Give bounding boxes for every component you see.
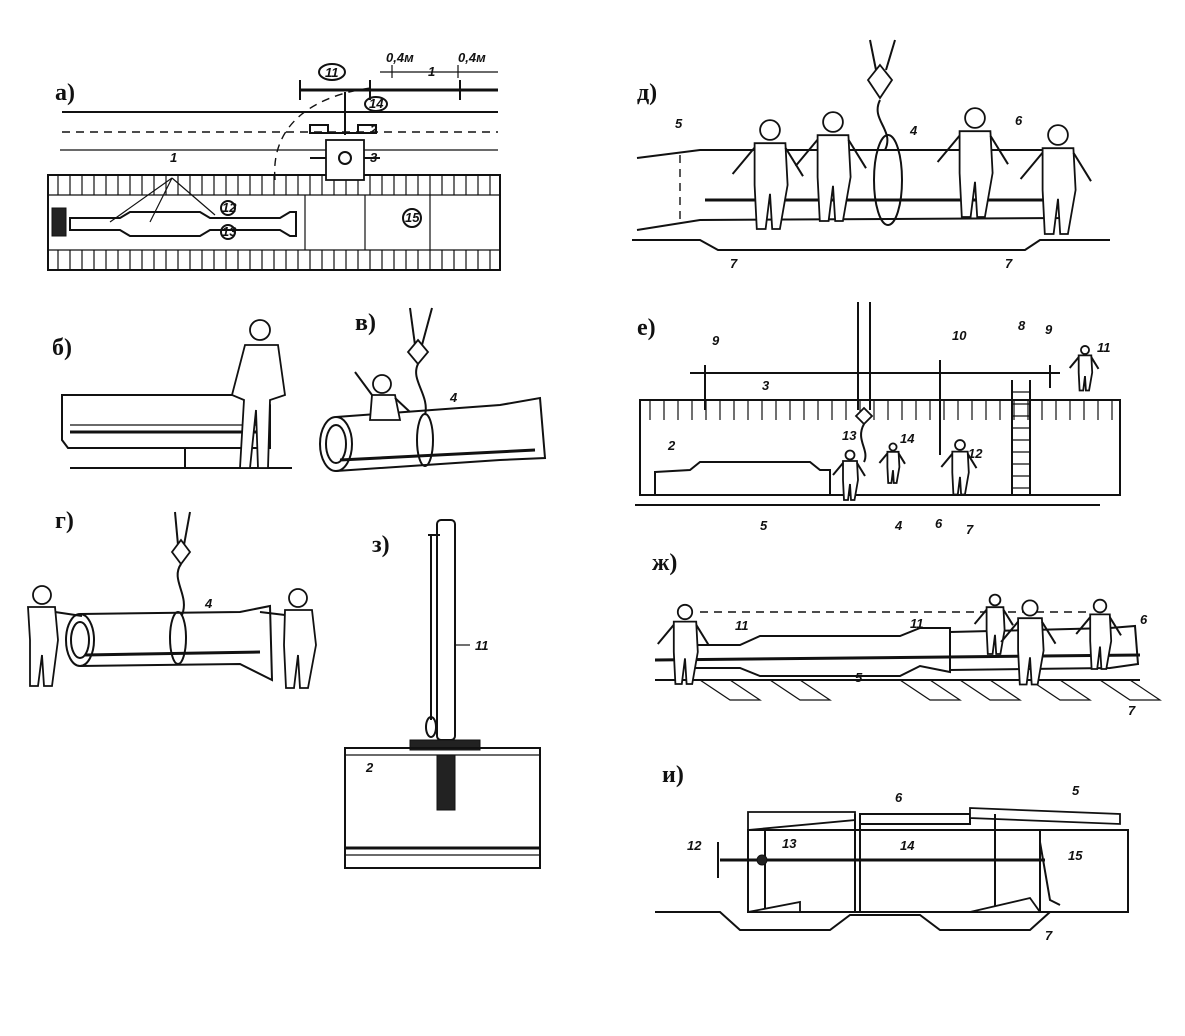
callout-4g: 4 [204,596,213,611]
panel-i: и) 6 5 12 13 14 15 7 [655,762,1129,943]
callout-11zh2: 11 [910,616,924,631]
callout-7d: 7 [730,256,738,271]
callout-14i: 14 [900,838,915,853]
callout-1b: 1 [428,64,435,79]
panel-v-label: в) [355,310,376,336]
callout-5i: 5 [1072,783,1080,798]
panel-zh: ж) 11 11 6 5 7 [652,550,1162,718]
panel-a-label: а) [55,80,75,106]
callout-13: 13 [222,224,237,239]
panel-zh-label: ж) [652,550,677,576]
panel-b: б) [52,319,292,469]
panel-d-label: д) [637,80,657,106]
callout-2z: 2 [365,760,374,775]
callout-9e2: 9 [1045,322,1053,337]
panel-i-label: и) [662,762,684,788]
panel-z-label: з) [372,532,390,558]
callout-15i: 15 [1068,848,1083,863]
callout-12: 12 [222,200,237,215]
callout-3: 3 [370,150,378,165]
workers-d [731,107,1092,235]
workers-e [832,345,1100,501]
callout-5d: 5 [675,116,683,131]
callout-13i: 13 [782,836,797,851]
callout-6i: 6 [895,790,903,805]
callout-7d2: 7 [1005,256,1013,271]
callout-7e: 7 [966,522,974,537]
callout-8e: 8 [1018,318,1026,333]
panel-a: а) [47,50,501,271]
callout-3e: 3 [762,378,770,393]
callout-6e: 6 [935,516,943,531]
callout-11e: 11 [1097,340,1111,355]
callout-14e: 14 [900,431,915,446]
callout-14: 14 [369,96,384,111]
panel-v: в) 4 [319,307,547,472]
callout-4: 4 [449,390,458,405]
dim-1: 0,4м [386,50,414,65]
panel-e: е) 9 10 8 9 11 3 2 13 14 12 5 4 6 7 [635,302,1121,537]
dim-2: 0,4м [458,50,486,65]
callout-11: 11 [325,65,339,80]
panel-g: г) 4 [27,508,317,689]
callout-1: 1 [170,150,177,165]
callout-6d: 6 [1015,113,1023,128]
panel-e-label: е) [637,315,656,341]
callout-7zh: 7 [1128,703,1136,718]
callout-15: 15 [405,210,420,225]
callout-4d: 4 [909,123,918,138]
callout-9e: 9 [712,333,720,348]
callout-13e: 13 [842,428,857,443]
panel-z: з) 11 2 [344,519,541,869]
panel-b-label: б) [52,335,72,361]
callout-4e: 4 [894,518,903,533]
callout-7i: 7 [1045,928,1053,943]
callout-12e: 12 [968,446,983,461]
callout-12i: 12 [687,838,702,853]
callout-11zh: 11 [735,618,749,633]
callout-10e: 10 [952,328,967,343]
callout-2: 2 [369,122,378,137]
callout-11z: 11 [475,638,489,653]
ladder [1012,391,1030,489]
panel-g-label: г) [55,508,74,534]
panel-e-ticks [649,400,1113,420]
panel-d: д) 4 5 6 7 7 [632,39,1110,271]
callout-5zh: 5 [855,670,863,685]
panel-a-ticks [57,175,491,270]
sleepers [699,679,1162,701]
callout-5e: 5 [760,518,768,533]
workers-zh [657,593,1122,686]
callout-6zh: 6 [1140,612,1148,627]
callout-2e: 2 [667,438,676,453]
